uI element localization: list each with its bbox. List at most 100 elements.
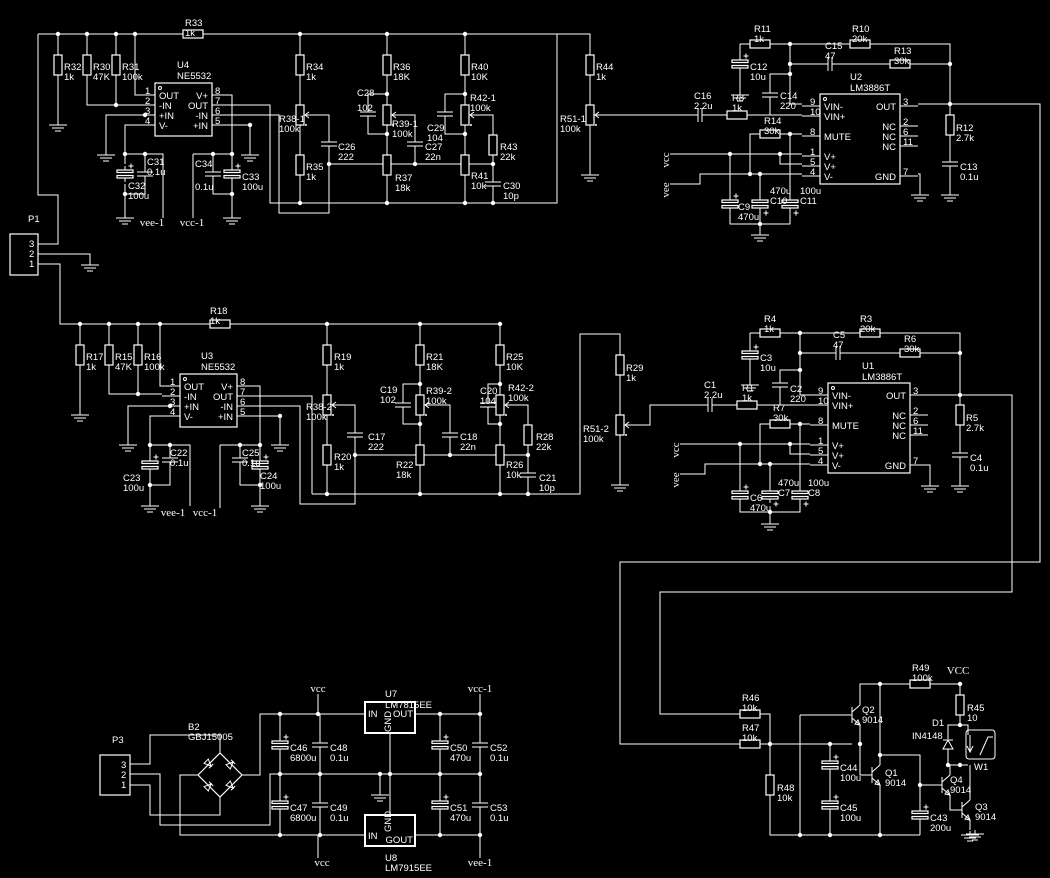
ic-u7[interactable] [364, 701, 416, 734]
capacitor-c16[interactable] [697, 108, 703, 122]
resistor-r28[interactable] [523, 424, 533, 446]
capacitor-c20[interactable] [480, 397, 496, 413]
capacitor-c7[interactable] [761, 487, 779, 507]
resistor-r48[interactable] [765, 774, 775, 796]
resistor-r47[interactable] [739, 739, 761, 749]
resistor-r25[interactable] [495, 344, 505, 366]
resistor-r34[interactable] [295, 54, 305, 76]
capacitor-c13[interactable] [942, 156, 958, 172]
transistor-q3[interactable] [961, 799, 971, 821]
capacitor-c10[interactable] [751, 196, 769, 216]
capacitor-c53[interactable] [472, 797, 488, 813]
resistor-r31[interactable] [111, 54, 121, 76]
resistor-r3[interactable] [859, 328, 881, 338]
ic-u2[interactable] [819, 93, 901, 185]
resistor-r45[interactable] [955, 694, 965, 716]
resistor-r42-1[interactable] [460, 104, 475, 126]
resistor-r41[interactable] [460, 154, 470, 176]
resistor-r14[interactable] [759, 129, 781, 139]
capacitor-c52[interactable] [472, 737, 488, 753]
resistor-r22[interactable] [415, 444, 425, 466]
capacitor-c17[interactable] [347, 427, 363, 443]
connector-p3[interactable] [99, 754, 131, 796]
resistor-r11[interactable] [749, 39, 771, 49]
ic-u8[interactable] [364, 814, 416, 847]
capacitor-c31[interactable] [137, 166, 153, 182]
resistor-r37[interactable] [382, 154, 392, 176]
capacitor-c48[interactable] [312, 737, 328, 753]
resistor-r5[interactable] [955, 404, 965, 426]
resistor-r36[interactable] [382, 54, 392, 76]
resistor-r4[interactable] [759, 328, 781, 338]
resistor-r20[interactable] [322, 444, 332, 466]
resistor-r44[interactable] [585, 54, 595, 76]
capacitor-c1[interactable] [707, 398, 713, 412]
capacitor-c5[interactable] [835, 346, 841, 360]
capacitor-c47[interactable] [271, 794, 289, 814]
capacitor-c27[interactable] [407, 136, 423, 152]
capacitor-c50[interactable] [431, 734, 449, 754]
capacitor-c30[interactable] [485, 176, 501, 192]
resistor-r51-1[interactable] [585, 104, 600, 126]
resistor-r18[interactable] [209, 319, 231, 329]
bridge-rectifier-b2[interactable] [197, 752, 243, 798]
capacitor-c3[interactable] [741, 344, 759, 364]
resistor-r6[interactable] [899, 348, 921, 358]
resistor-r29[interactable] [615, 354, 625, 376]
resistor-r51-2[interactable] [615, 414, 630, 436]
resistor-r49[interactable] [909, 679, 931, 689]
capacitor-c46[interactable] [271, 734, 289, 754]
ic-u4[interactable] [154, 82, 213, 137]
resistor-r19[interactable] [322, 344, 332, 366]
capacitor-c43[interactable] [911, 804, 929, 824]
resistor-r8[interactable] [726, 110, 748, 120]
resistor-r40[interactable] [460, 54, 470, 76]
capacitor-c22[interactable] [162, 452, 178, 468]
capacitor-c24[interactable] [251, 454, 269, 474]
capacitor-c18[interactable] [442, 427, 458, 443]
resistor-r32[interactable] [53, 54, 63, 76]
resistor-r12[interactable] [945, 114, 955, 136]
resistor-r35[interactable] [295, 154, 305, 176]
ic-u1[interactable] [827, 382, 911, 474]
resistor-r16[interactable] [133, 344, 143, 366]
capacitor-c8[interactable] [791, 487, 809, 507]
capacitor-c49[interactable] [312, 797, 328, 813]
capacitor-c19[interactable] [395, 397, 411, 413]
resistor-r13[interactable] [889, 59, 911, 69]
transistor-q4[interactable] [941, 774, 951, 796]
resistor-r15[interactable] [104, 344, 114, 366]
capacitor-c33[interactable] [223, 163, 241, 183]
resistor-r43[interactable] [488, 134, 498, 156]
capacitor-c2[interactable] [772, 377, 788, 393]
resistor-r33[interactable] [182, 29, 204, 39]
resistor-r30[interactable] [82, 54, 92, 76]
relay-w1[interactable] [965, 729, 996, 760]
resistor-r7[interactable] [769, 419, 791, 429]
capacitor-c12[interactable] [731, 53, 749, 73]
capacitor-c34[interactable] [205, 166, 221, 182]
resistor-r39-2[interactable] [415, 394, 430, 416]
resistor-r42-2[interactable] [495, 394, 510, 416]
capacitor-c25[interactable] [232, 452, 248, 468]
capacitor-c4[interactable] [952, 447, 968, 463]
resistor-r21[interactable] [415, 344, 425, 366]
capacitor-c11[interactable] [781, 196, 799, 216]
ic-u3[interactable] [179, 373, 238, 428]
capacitor-c51[interactable] [431, 794, 449, 814]
capacitor-c26[interactable] [321, 136, 337, 152]
connector-p1[interactable] [9, 233, 39, 276]
diode-d1[interactable] [942, 738, 954, 750]
capacitor-c15[interactable] [827, 57, 833, 71]
capacitor-c28[interactable] [360, 106, 376, 122]
resistor-r1[interactable] [736, 400, 758, 410]
transistor-q1[interactable] [871, 764, 881, 786]
resistor-r26[interactable] [495, 444, 505, 466]
capacitor-c9[interactable] [721, 193, 739, 213]
capacitor-c29[interactable] [437, 106, 453, 122]
capacitor-c6[interactable] [731, 484, 749, 504]
resistor-r38-1[interactable] [295, 104, 310, 126]
resistor-r38-2[interactable] [322, 394, 337, 416]
resistor-r46[interactable] [739, 709, 761, 719]
capacitor-c32[interactable] [116, 163, 134, 183]
